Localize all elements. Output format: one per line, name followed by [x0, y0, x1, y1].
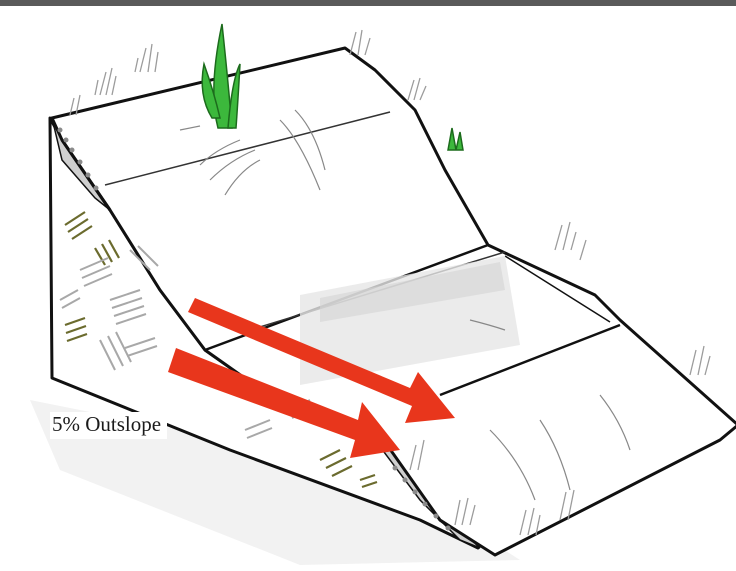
outslope-label: 5% Outslope: [50, 412, 167, 439]
top-bar: [0, 0, 736, 6]
